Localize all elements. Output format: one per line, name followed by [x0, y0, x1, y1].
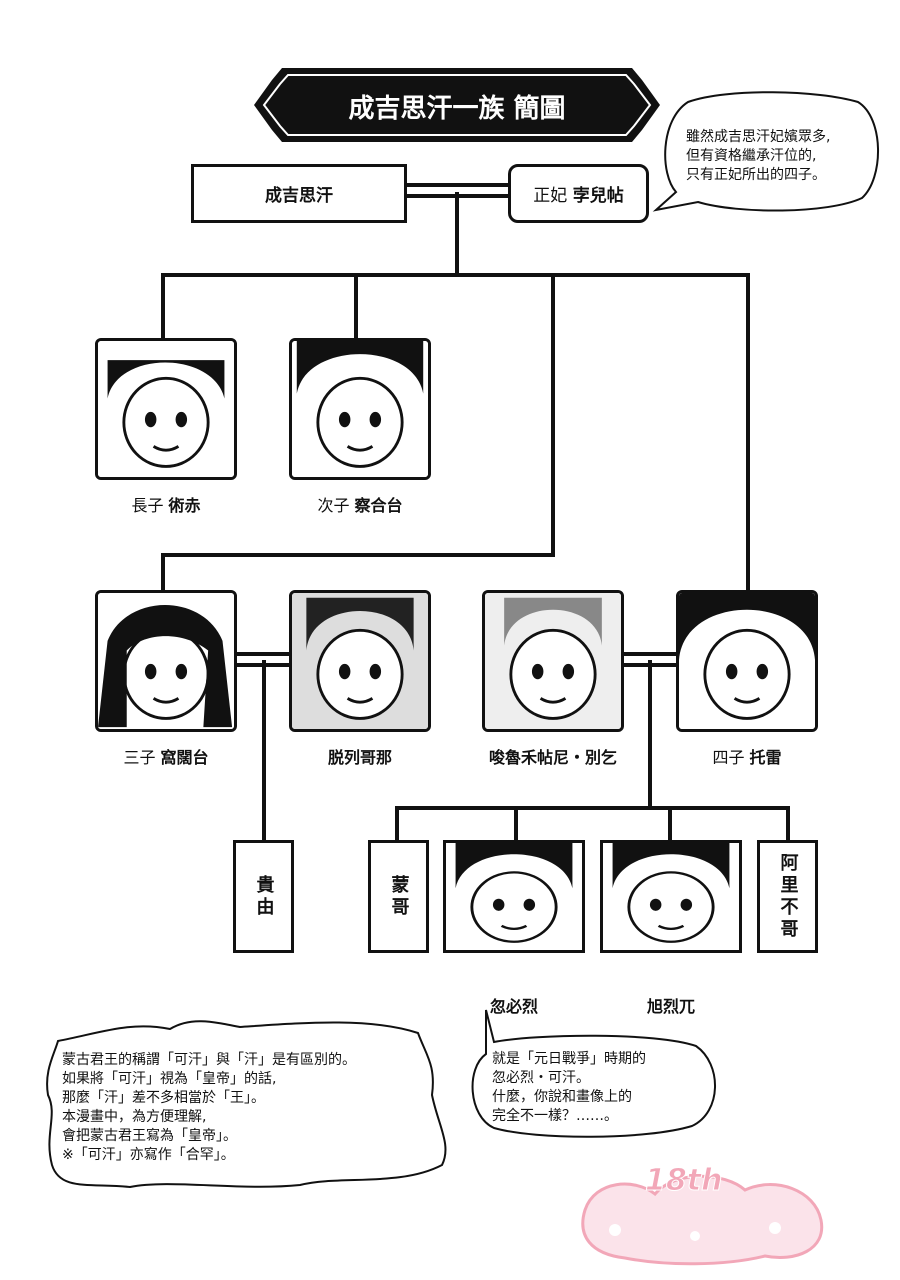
- wife-label-2: 唆魯禾帖尼・別乞: [462, 744, 644, 768]
- character-face-icon: [446, 843, 582, 950]
- genghis-khan-box: 成吉思汗: [191, 164, 407, 223]
- portrait-kublai: [443, 840, 585, 953]
- tree-line: [648, 660, 652, 810]
- genghis-khan-name: 成吉思汗: [265, 186, 333, 206]
- portrait-jochi: [95, 338, 237, 480]
- tree-line: [161, 553, 165, 591]
- son-label-4: 四子 托雷: [676, 744, 818, 768]
- tree-line: [161, 553, 555, 557]
- grandson-label-hulagu: 旭烈兀: [600, 993, 742, 1017]
- empress-title: 正妃: [533, 186, 568, 206]
- tree-line: [746, 273, 750, 591]
- marriage-line: [623, 652, 677, 656]
- note-line: 那麼「汗」差不多相當於「王」。: [62, 1090, 265, 1106]
- tree-line: [514, 806, 518, 841]
- sons-2-name: 窩闊台: [160, 748, 209, 767]
- marriage-line: [406, 183, 509, 187]
- grandsons-0-name: 貴由: [253, 874, 275, 919]
- svg-text:18th: 18th: [645, 1163, 722, 1198]
- note-line: 雖然成吉思汗妃嬪眾多,: [686, 129, 831, 145]
- note-line: 如果將「可汗」視為「皇帝」的話,: [62, 1071, 277, 1087]
- ariq-boke-box: 阿里不哥: [757, 840, 818, 953]
- tree-line: [395, 806, 399, 841]
- wives-1-name: 唆魯禾帖尼・別乞: [488, 748, 617, 767]
- sons-3-name: 托雷: [749, 748, 782, 767]
- sons-2-prefix: 三子: [123, 748, 156, 767]
- speech-bubble-top: 雖然成吉思汗妃嬪眾多, 但有資格繼承汗位的, 只有正妃所出的四子。: [648, 88, 884, 220]
- title-banner: 成吉思汗一族 簡圖: [252, 66, 662, 144]
- note-line: ※「可汗」亦寫作「合罕」。: [62, 1147, 235, 1163]
- wife-label-1: 脱列哥那: [289, 744, 431, 768]
- tree-line: [551, 273, 555, 557]
- note-line: 什麼，你說和畫像上的: [492, 1089, 632, 1105]
- character-face-icon: [485, 593, 621, 729]
- wives-0-name: 脱列哥那: [327, 748, 392, 767]
- sons-1-prefix: 次子: [317, 496, 350, 515]
- note-line: 本漫畫中，為方便理解,: [62, 1109, 207, 1125]
- sons-0-name: 術赤: [168, 496, 201, 515]
- character-face-icon: [603, 843, 739, 950]
- tree-line: [786, 806, 790, 841]
- grandsons-4-name: 阿里不哥: [777, 852, 799, 941]
- tree-line: [395, 806, 790, 810]
- sons-1-name: 察合台: [354, 496, 403, 515]
- portrait-tolui: [676, 590, 818, 732]
- page-title: 成吉思汗一族 簡圖: [348, 94, 566, 124]
- portrait-chagatai: [289, 338, 431, 480]
- character-face-icon: [98, 341, 234, 477]
- anniversary-logo: 18th: [575, 1150, 833, 1268]
- character-face-icon: [292, 593, 428, 729]
- note-line: 忽必烈・可汗。: [492, 1070, 590, 1086]
- grandson-label-kublai: 忽必烈: [443, 993, 585, 1017]
- note-line: 就是「元日戰爭」時期的: [492, 1051, 646, 1067]
- son-label-2: 次子 察合台: [289, 492, 431, 516]
- portrait-sorghaghtani: [482, 590, 624, 732]
- guyuk-box: 貴由: [233, 840, 294, 953]
- note-line: 只有正妃所出的四子。: [686, 167, 826, 183]
- grandsons-2-name: 忽必烈: [489, 997, 538, 1016]
- note-bubble-left: 蒙古君王的稱謂「可汗」與「汗」是有區別的。 如果將「可汗」視為「皇帝」的話, 那…: [40, 1015, 460, 1193]
- note-line: 但有資格繼承汗位的,: [686, 148, 817, 164]
- tree-line: [668, 806, 672, 841]
- sons-0-prefix: 長子: [131, 496, 164, 515]
- grandsons-1-name: 蒙哥: [388, 874, 410, 919]
- character-face-icon: [98, 593, 234, 729]
- portrait-ogedei: [95, 590, 237, 732]
- character-face-icon: [679, 593, 815, 729]
- tree-line: [262, 660, 266, 841]
- portrait-toregene: [289, 590, 431, 732]
- son-label-3: 三子 窩闊台: [95, 744, 237, 768]
- grandsons-3-name: 旭烈兀: [646, 997, 695, 1016]
- empress-box: 正妃 孛兒帖: [508, 164, 649, 223]
- empress-name: 孛兒帖: [572, 186, 624, 206]
- tree-line: [161, 273, 750, 277]
- sons-3-prefix: 四子: [712, 748, 745, 767]
- portrait-hulagu: [600, 840, 742, 953]
- tree-line: [161, 273, 165, 339]
- mongke-box: 蒙哥: [368, 840, 429, 953]
- speech-bubble-bottom: 就是「元日戰爭」時期的 忽必烈・可汗。 什麼，你說和畫像上的 完全不一樣？……。: [466, 1008, 720, 1140]
- character-face-icon: [292, 341, 428, 477]
- tree-line: [354, 273, 358, 339]
- son-label-1: 長子 術赤: [95, 492, 237, 516]
- note-line: 完全不一樣？……。: [492, 1108, 618, 1124]
- note-line: 會把蒙古君王寫為「皇帝」。: [62, 1128, 237, 1144]
- tree-line: [455, 192, 459, 277]
- marriage-line: [236, 652, 290, 656]
- note-line: 蒙古君王的稱謂「可汗」與「汗」是有區別的。: [62, 1052, 356, 1068]
